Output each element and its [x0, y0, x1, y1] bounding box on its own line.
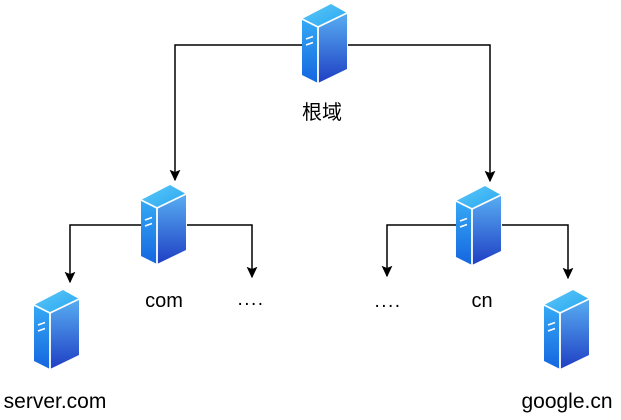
edge-com-to-dots-left — [187, 224, 258, 279]
node-label-com: com — [145, 290, 183, 312]
node-label-dots-left: .... — [237, 289, 265, 310]
node-label-root: 根域 — [302, 102, 342, 124]
edge-cn-to-google-cn — [502, 224, 574, 280]
node-label-dots-right: .... — [374, 291, 402, 312]
server-icon-server-com — [33, 289, 80, 370]
edge-com-to-server-com — [64, 224, 141, 284]
server-icon-com — [140, 184, 187, 265]
server-icon-google-cn — [543, 289, 590, 370]
edge-root-to-cn — [348, 44, 496, 183]
edge-cn-to-dots-right — [381, 224, 456, 278]
edge-root-to-com — [169, 44, 302, 182]
node-label-google-cn: google.cn — [521, 390, 613, 413]
node-label-cn: cn — [471, 290, 493, 312]
server-icon-cn — [455, 185, 502, 266]
server-icon-root — [301, 3, 348, 84]
node-label-server-com: server.com — [3, 390, 107, 413]
